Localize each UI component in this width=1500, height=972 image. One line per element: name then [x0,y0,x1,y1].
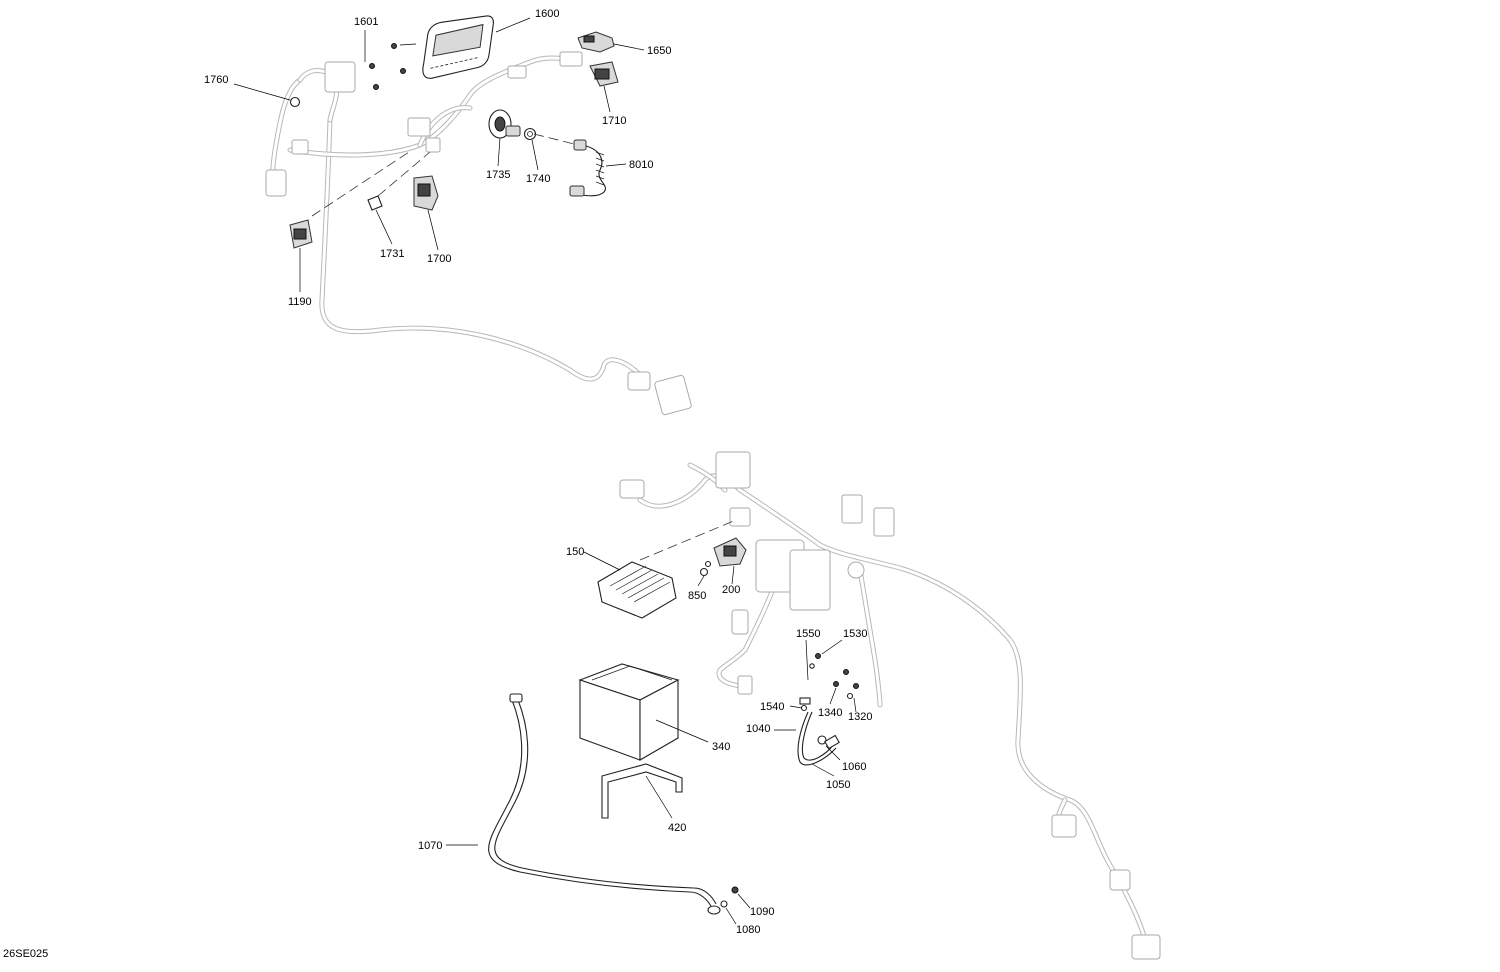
ground-cable-1050 [797,697,840,766]
callout-1070: 1070 [418,840,442,852]
callout-150: 150 [566,546,584,558]
callout-1540: 1540 [760,701,784,713]
leader-lines [233,17,857,925]
callout-1080: 1080 [736,924,760,936]
grommet-1760 [289,96,301,108]
starter-solenoid-200 [713,537,747,567]
connector-1190 [289,219,313,249]
bolt-nut-1080-1090 [720,886,739,908]
drawing-reference-number: 26SE025 [3,948,49,960]
callout-1340: 1340 [818,707,842,719]
callout-1040: 1040 [746,723,770,735]
callout-420: 420 [668,822,686,834]
callout-1550: 1550 [796,628,820,640]
callout-1600: 1600 [535,8,559,20]
screw-set [369,43,406,90]
ignition-switch-1735 [488,109,521,139]
upper-wiring-harness [265,51,692,416]
callout-1735: 1735 [486,169,510,181]
callout-1320: 1320 [848,711,872,723]
clip-1731 [367,195,383,211]
nut-850 [699,560,712,577]
switch-1700 [413,175,439,211]
callout-1710: 1710 [602,115,626,127]
battery-340 [578,663,680,761]
callout-1530: 1530 [843,628,867,640]
callout-1700: 1700 [427,253,451,265]
switch-1650 [577,31,615,53]
nut-1740 [523,127,537,141]
callout-340: 340 [712,741,730,753]
connector-1710 [589,61,619,87]
callout-1760: 1760 [204,74,228,86]
instrument-cluster-display [422,15,494,79]
callout-1190: 1190 [288,296,312,308]
callout-1650: 1650 [647,45,671,57]
lower-wiring-harness [619,451,1161,960]
callout-1090: 1090 [750,906,774,918]
callout-1731: 1731 [380,248,404,260]
assembly-line-upper-2 [377,151,431,197]
assembly-line-upper-1 [311,149,413,217]
callout-200: 200 [722,584,740,596]
voltage-regulator-150 [597,561,677,619]
battery-strap-420 [601,763,683,819]
callout-1050: 1050 [826,779,850,791]
fastener-set-lower [800,653,859,712]
callout-1060: 1060 [842,761,866,773]
battery-cable-1070 [488,693,721,915]
callout-1601: 1601 [354,16,378,28]
callout-8010: 8010 [629,159,653,171]
assembly-line-lower-1 [639,519,737,561]
callout-1740: 1740 [526,173,550,185]
tether-cord-8010 [569,139,606,197]
callout-850: 850 [688,590,706,602]
assembly-line-upper-3 [533,133,575,145]
